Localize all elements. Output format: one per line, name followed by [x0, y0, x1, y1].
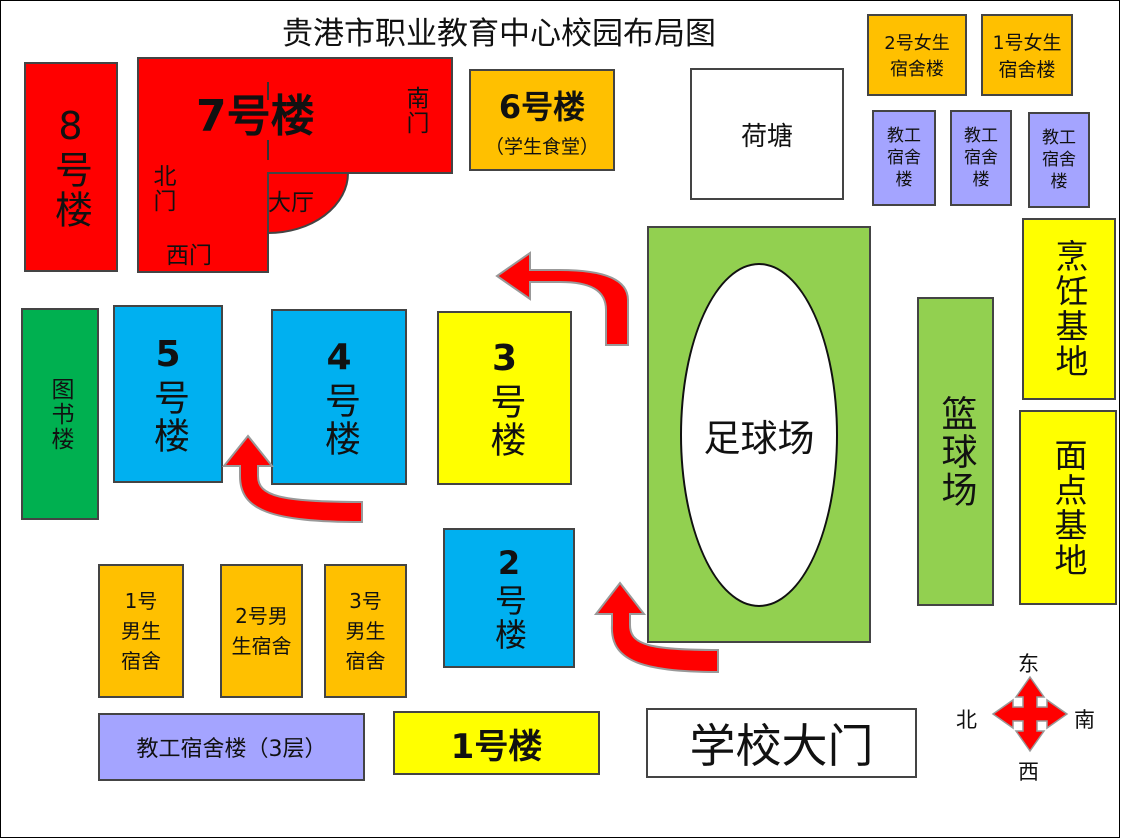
staff-dorm-b[interactable]: 教工宿舍楼 — [950, 110, 1012, 206]
male-dorm-1[interactable]: 1号男生宿舍 — [98, 564, 184, 698]
building-1-label: 1号楼 — [450, 726, 543, 767]
building-7-west-gate[interactable]: 西门 — [166, 243, 212, 269]
compass-north: 北 — [956, 708, 977, 732]
building-6-label: 6号楼 — [498, 87, 586, 126]
library-label: 图书楼 — [47, 376, 73, 452]
female-dorm-2[interactable]: 2号女生宿舍楼 — [867, 14, 967, 96]
compass-east: 东 — [1018, 652, 1039, 676]
compass-west: 西 — [1018, 760, 1039, 784]
building-6[interactable]: 6号楼 （学生食堂） — [469, 69, 615, 171]
male-dorm-3[interactable]: 3号男生宿舍 — [324, 564, 407, 698]
building-7-south-gate[interactable]: 南门 — [402, 86, 428, 136]
cooking-base-label: 烹饪基地 — [1050, 239, 1089, 379]
building-7-north-gate[interactable]: 北门 — [149, 164, 175, 214]
building-1[interactable]: 1号楼 — [393, 711, 600, 775]
building-5-number: 5 — [155, 333, 181, 375]
main-gate-label: 学校大门 — [689, 719, 874, 773]
building-5-label: 号楼 — [148, 378, 189, 455]
staff-dorm-3-floors[interactable]: 教工宿舍楼（3层） — [98, 713, 365, 781]
building-7-hall[interactable]: 大厅 — [268, 190, 314, 216]
library[interactable]: 图书楼 — [21, 308, 99, 520]
map-title: 贵港市职业教育中心校园布局图 — [282, 16, 716, 52]
building-3[interactable]: 3 号楼 — [437, 311, 572, 485]
main-gate[interactable]: 学校大门 — [646, 708, 917, 778]
cooking-base[interactable]: 烹饪基地 — [1022, 218, 1116, 400]
male-dorm-2-label: 2号男生宿舍 — [231, 604, 292, 658]
football-pitch-oval: 足球场 — [680, 262, 838, 607]
male-dorm-1-label: 1号男生宿舍 — [121, 589, 161, 673]
building-4-number: 4 — [326, 336, 352, 378]
lotus-pond[interactable]: 荷塘 — [690, 68, 844, 200]
staff-dorm-a[interactable]: 教工宿舍楼 — [872, 110, 936, 206]
building-7-label: 7号楼 — [196, 91, 315, 142]
building-3-label: 号楼 — [484, 382, 526, 459]
male-dorm-3-label: 3号男生宿舍 — [345, 589, 386, 673]
building-4-label: 号楼 — [319, 381, 360, 458]
football-field-label: 足球场 — [703, 416, 815, 460]
pastry-base-label: 面点基地 — [1049, 437, 1088, 578]
building-2[interactable]: 2 号楼 — [443, 528, 575, 668]
staff-dorm-b-label: 教工宿舍楼 — [964, 126, 998, 190]
male-dorm-2[interactable]: 2号男生宿舍 — [220, 564, 303, 698]
building-8-label: 8号楼 — [48, 104, 93, 230]
compass-south: 南 — [1074, 708, 1095, 732]
staff-dorm-c[interactable]: 教工宿舍楼 — [1028, 112, 1090, 208]
building-2-number: 2 — [497, 544, 521, 582]
female-dorm-1-label: 1号女生宿舍楼 — [992, 32, 1062, 81]
building-4[interactable]: 4 号楼 — [271, 309, 407, 485]
staff-dorm-3-floors-label: 教工宿舍楼（3层） — [136, 737, 327, 762]
pastry-base[interactable]: 面点基地 — [1019, 410, 1117, 605]
building-6-sublabel: （学生食堂） — [484, 135, 599, 158]
football-field[interactable]: 足球场 — [647, 226, 871, 643]
staff-dorm-c-label: 教工宿舍楼 — [1042, 128, 1076, 192]
female-dorm-1[interactable]: 1号女生宿舍楼 — [981, 14, 1073, 96]
building-5[interactable]: 5 号楼 — [113, 305, 223, 483]
route-arrow-to-building-2 — [593, 581, 719, 674]
building-3-number: 3 — [491, 337, 518, 379]
staff-dorm-a-label: 教工宿舍楼 — [887, 126, 921, 190]
female-dorm-2-label: 2号女生宿舍楼 — [884, 33, 950, 80]
route-arrow-to-building-7 — [495, 251, 629, 346]
route-arrow-to-building-5 — [221, 434, 363, 524]
building-2-label: 号楼 — [490, 584, 528, 652]
building-8[interactable]: 8号楼 — [24, 62, 118, 272]
lotus-pond-label: 荷塘 — [740, 121, 793, 152]
basketball-court[interactable]: 篮球场 — [917, 297, 994, 606]
basketball-court-label: 篮球场 — [935, 394, 977, 509]
